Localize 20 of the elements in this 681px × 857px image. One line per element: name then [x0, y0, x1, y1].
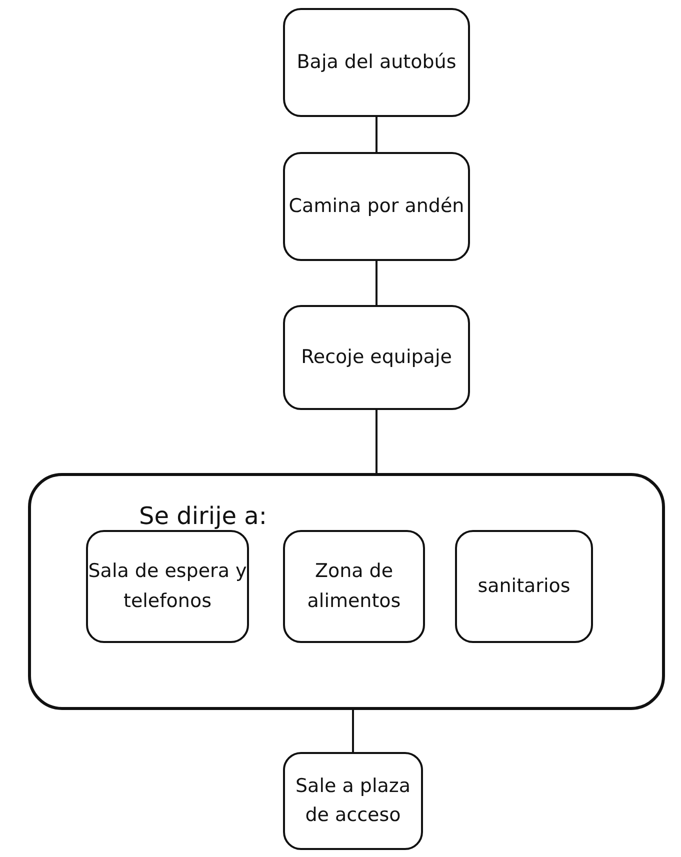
process-box — [283, 8, 470, 117]
process-box — [283, 305, 470, 410]
connector-line — [352, 710, 354, 752]
step-label: Baja del autobús — [296, 50, 456, 75]
process-box — [455, 530, 593, 643]
step-label: Sale a plaza de acceso — [294, 774, 412, 828]
connector-line — [376, 117, 378, 152]
step-label: Recoje equipaje — [301, 344, 452, 370]
step-label: Camina por andén — [288, 194, 464, 219]
connector-line — [376, 261, 378, 305]
step-label: Zona de alimentos — [306, 559, 402, 614]
group-heading: Se dirije a: — [139, 501, 267, 532]
group-box — [28, 473, 665, 710]
process-box — [283, 152, 470, 261]
step-label: Sala de espera y telefonos — [88, 559, 247, 614]
step-label: sanitarios — [478, 574, 570, 599]
process-box — [283, 752, 423, 850]
process-box — [283, 530, 425, 643]
connector-line — [376, 410, 378, 473]
process-box — [86, 530, 249, 643]
